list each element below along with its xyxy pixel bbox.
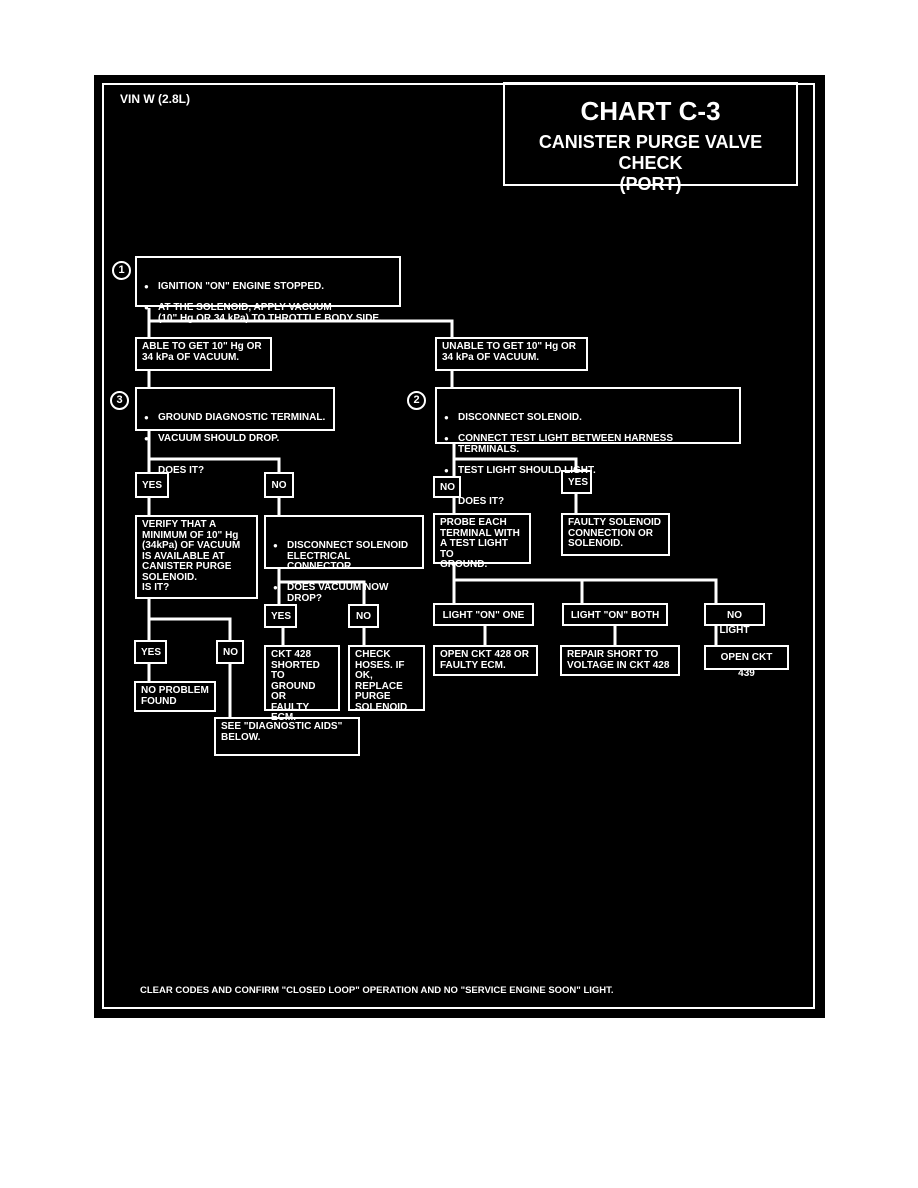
step-3-icon: 3 [110,391,129,410]
disconnect-yes-label: YES [561,470,592,494]
flowchart-panel: VIN W (2.8L) CHART C-3 CANISTER PURGE VA… [94,75,825,1018]
ground-question: DOES IT? [158,464,205,476]
disconnect-solenoid-box: DISCONNECT SOLENOID. CONNECT TEST LIGHT … [435,387,741,507]
probe-terminal-box: PROBE EACH TERMINAL WITH A TEST LIGHT TO… [433,513,531,570]
repair-short-box: REPAIR SHORT TO VOLTAGE IN CKT 428 [560,645,680,676]
flowchart-border [102,83,815,1009]
disconnect-no-label: NO [433,476,461,498]
open-ckt-439-box: OPEN CKT 439 [704,645,789,679]
start-item-ignition: IGNITION "ON" ENGINE STOPPED. [142,281,394,293]
chart-number: CHART C-3 [580,96,721,126]
chart-title: CANISTER PURGE VALVE CHECK [538,132,763,173]
unable-vacuum-box: UNABLE TO GET 10" Hg OR 34 kPa OF VACUUM… [435,337,588,371]
no-problem-found-box: NO PROBLEM FOUND [134,681,216,712]
connector-item-vacuum-drop: DOES VACUUM NOW DROP? [271,582,417,604]
no-light-label: NO LIGHT [704,603,765,636]
faulty-solenoid-box: FAULTY SOLENOID CONNECTION OR SOLENOID. [561,513,670,556]
connector-lines [147,308,718,717]
connector-yes-label: YES [264,604,297,628]
verify-yes-label: YES [134,640,167,664]
ground-item-terminal: GROUND DIAGNOSTIC TERMINAL. [142,412,328,424]
open-ckt-428-box: OPEN CKT 428 OR FAULTY ECM. [433,645,538,676]
start-instructions-box: IGNITION "ON" ENGINE STOPPED. AT THE SOL… [135,256,401,323]
check-hoses-box: CHECK HOSES. IF OK, REPLACE PURGE SOLENO… [348,645,425,712]
title-box: CHART C-3 CANISTER PURGE VALVE CHECK (PO… [503,82,798,194]
disconnect-question: DOES IT? [458,496,505,507]
ground-no-label: NO [264,472,294,498]
connector-no-label: NO [348,604,379,628]
ground-item-vacuum-drop: VACUUM SHOULD DROP. [142,433,328,445]
step-2-icon: 2 [407,391,426,410]
chart-subtitle: (PORT) [619,174,682,194]
start-item-apply-vacuum: AT THE SOLENOID, APPLY VACUUM (10" Hg OR… [142,302,394,324]
step-1-icon: 1 [112,261,131,280]
ckt-428-shorted-box: CKT 428 SHORTED TO GROUND OR FAULTY ECM. [264,645,340,723]
disconnect-item-test-light: CONNECT TEST LIGHT BETWEEN HARNESS TERMI… [442,433,734,455]
light-on-both-label: LIGHT "ON" BOTH [562,603,668,626]
ground-terminal-box: GROUND DIAGNOSTIC TERMINAL. VACUUM SHOUL… [135,387,335,475]
light-on-one-label: LIGHT "ON" ONE [433,603,534,626]
connector-item-disconnect: DISCONNECT SOLENOID ELECTRICAL CONNECTOR… [271,540,417,573]
verify-no-label: NO [216,640,244,664]
able-vacuum-box: ABLE TO GET 10" Hg OR 34 kPa OF VACUUM. [135,337,272,371]
ground-yes-label: YES [135,472,169,498]
diagnostic-aids-box: SEE "DIAGNOSTIC AIDS" BELOW. [214,717,360,756]
verify-vacuum-box: VERIFY THAT A MINIMUM OF 10" Hg (34kPa) … [135,515,258,599]
disconnect-item-solenoid: DISCONNECT SOLENOID. [442,412,734,424]
disconnect-connector-box: DISCONNECT SOLENOID ELECTRICAL CONNECTOR… [264,515,424,603]
footer-instruction: CLEAR CODES AND CONFIRM "CLOSED LOOP" OP… [140,985,614,996]
vin-label: VIN W (2.8L) [120,92,191,106]
